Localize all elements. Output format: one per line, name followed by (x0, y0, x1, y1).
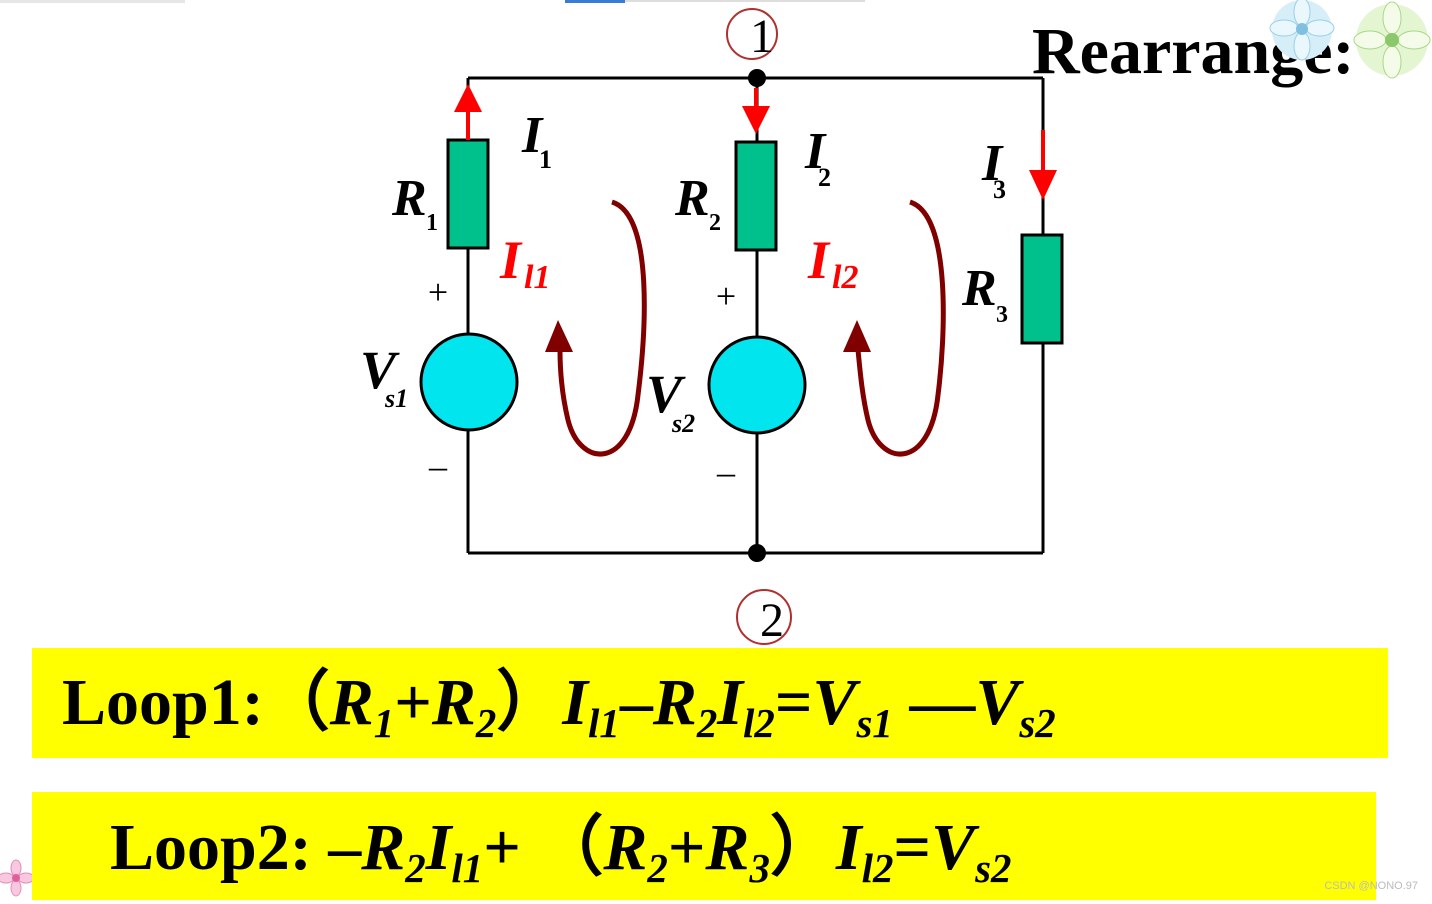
node-label-2: 2 (760, 594, 784, 645)
top-bar-left (0, 0, 185, 3)
equation-loop1: Loop1:（R1+R2）Il1–R2Il2=Vs1 —Vs2 (32, 648, 1388, 758)
svg-text:2: 2 (818, 163, 831, 192)
voltage-source-vs1 (419, 332, 519, 432)
polarity-minus-vs1: – (428, 446, 448, 486)
watermark: CSDN @NONO.97 (1324, 880, 1418, 892)
node-circle-2 (736, 589, 792, 645)
svg-text:3: 3 (996, 302, 1008, 328)
flower-decoration-bottom-left (0, 859, 34, 897)
circuit-diagram: 1 2 I 1 I 2 I 3 R 1 (0, 0, 1064, 645)
svg-text:s1: s1 (384, 384, 408, 413)
svg-text:V: V (646, 364, 686, 424)
svg-text:1: 1 (426, 210, 438, 236)
resistor-r3 (1020, 233, 1064, 345)
resistor-r1 (446, 138, 490, 250)
label-il1: I l1 (499, 230, 550, 296)
svg-text:s2: s2 (671, 409, 695, 438)
svg-text:I: I (499, 230, 523, 290)
svg-text:2: 2 (709, 210, 721, 236)
svg-text:I: I (807, 230, 831, 290)
loop-arrow-2 (843, 199, 946, 457)
label-i2: I 2 (804, 123, 831, 192)
svg-text:l2: l2 (832, 259, 858, 296)
svg-text:1: 1 (539, 145, 552, 174)
svg-text:I: I (981, 135, 1004, 192)
flower-decoration-top-right (1269, 0, 1431, 79)
label-i1: I 1 (521, 107, 552, 174)
current-arrow-i3 (1029, 130, 1057, 200)
label-r1: R 1 (391, 170, 438, 236)
svg-text:V: V (360, 340, 400, 400)
node-dot-bottom (748, 544, 766, 562)
polarity-plus-vs1: + (428, 272, 448, 312)
svg-text:I: I (521, 107, 544, 164)
top-bar-right (625, 0, 865, 2)
svg-text:l1: l1 (524, 259, 550, 296)
node-dot-top (748, 69, 766, 87)
voltage-source-vs2 (707, 335, 807, 435)
resistor-r2 (734, 140, 778, 252)
loop-arrow-1 (545, 199, 647, 457)
current-arrow-i2 (742, 88, 770, 134)
svg-text:R: R (674, 170, 710, 227)
label-i3: I 3 (981, 135, 1006, 204)
node-circle-1 (726, 8, 778, 60)
polarity-minus-vs2: – (716, 452, 736, 492)
top-bar-blue (565, 0, 625, 3)
svg-text:R: R (961, 260, 997, 317)
svg-text:R: R (391, 170, 427, 227)
svg-text:I: I (804, 123, 827, 180)
svg-text:3: 3 (993, 175, 1006, 204)
polarity-plus-vs2: + (716, 276, 736, 316)
equation-loop2: Loop2: –R2Il1+ （R2+R3）Il2=Vs2 (32, 792, 1376, 900)
node-label-1: 1 (750, 10, 774, 63)
label-vs2: V s2 (646, 364, 695, 438)
label-r2: R 2 (674, 170, 721, 236)
label-r3: R 3 (961, 260, 1008, 328)
label-vs1: V s1 (360, 340, 408, 413)
label-il2: I l2 (807, 230, 858, 296)
current-arrow-i1 (454, 84, 482, 140)
